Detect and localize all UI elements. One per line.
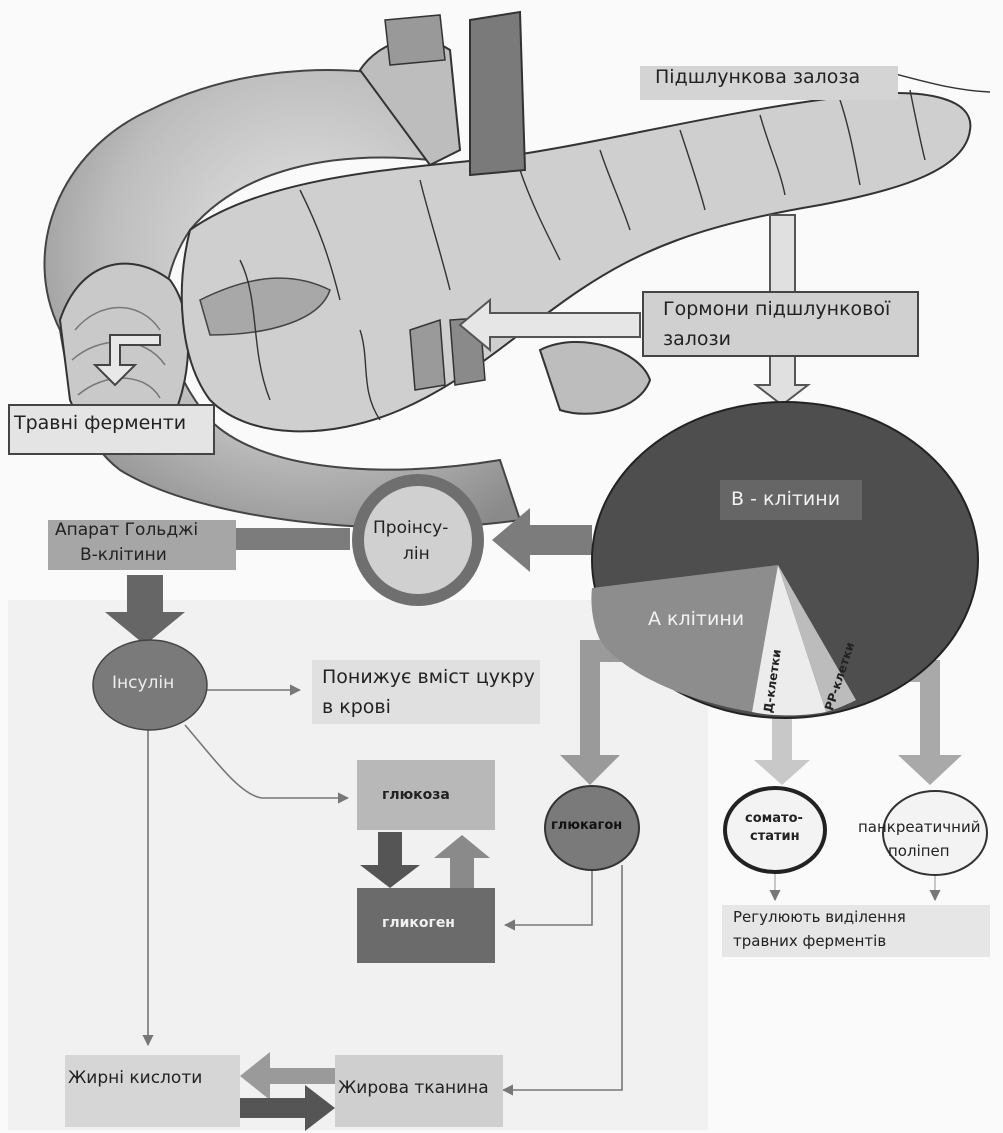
proinsulin-label-line2: лін xyxy=(403,544,430,564)
golgi-label-line2: В-клітини xyxy=(80,545,167,565)
glucose-label: глюкоза xyxy=(382,787,450,804)
regulate-label-line2: травних ферментів xyxy=(733,932,886,950)
hormones-label-line2: залози xyxy=(663,328,731,351)
vessel-aorta xyxy=(470,12,525,175)
fat-tissue-label: Жирова тканина xyxy=(338,1078,489,1098)
fatty-acids-label: Жирні кислоти xyxy=(68,1068,202,1088)
regulate-label-line1: Регулюють виділення xyxy=(733,908,906,926)
fatty-acids-box xyxy=(65,1055,240,1127)
a-cells-label: А клітини xyxy=(648,608,744,631)
pancreas-label: Підшлункова залоза xyxy=(655,66,860,89)
proinsulin-label-line1: Проінсу- xyxy=(373,518,448,538)
islet-cells-circle xyxy=(591,402,978,718)
arrow-pancreas-to-hormones xyxy=(770,215,795,295)
lowers-label-line2: в крові xyxy=(322,696,391,719)
glucagon-label: глюкагон xyxy=(551,818,622,834)
arrow-proinsulin-to-golgi xyxy=(225,528,350,550)
hormones-label-line1: Гормони підшлункової xyxy=(663,298,890,321)
proinsulin-inner xyxy=(364,486,472,594)
b-cells-label: В - клітини xyxy=(731,488,840,511)
polypeptide-label-line1: панкреатичний xyxy=(858,818,980,836)
golgi-label-line1: Апарат Гольджі xyxy=(55,520,198,540)
polypeptide-label-line2: поліпеп xyxy=(888,842,950,860)
digestive-enzymes-label: Травні ферменти xyxy=(14,412,186,435)
somatostatin-label-line1: сомато- xyxy=(745,811,803,827)
glycogen-label: гликоген xyxy=(382,915,455,932)
insulin-label: Інсулін xyxy=(112,673,174,693)
somatostatin-label-line2: статин xyxy=(750,829,800,845)
lowers-label-line1: Понижує вміст цукру xyxy=(322,666,535,689)
